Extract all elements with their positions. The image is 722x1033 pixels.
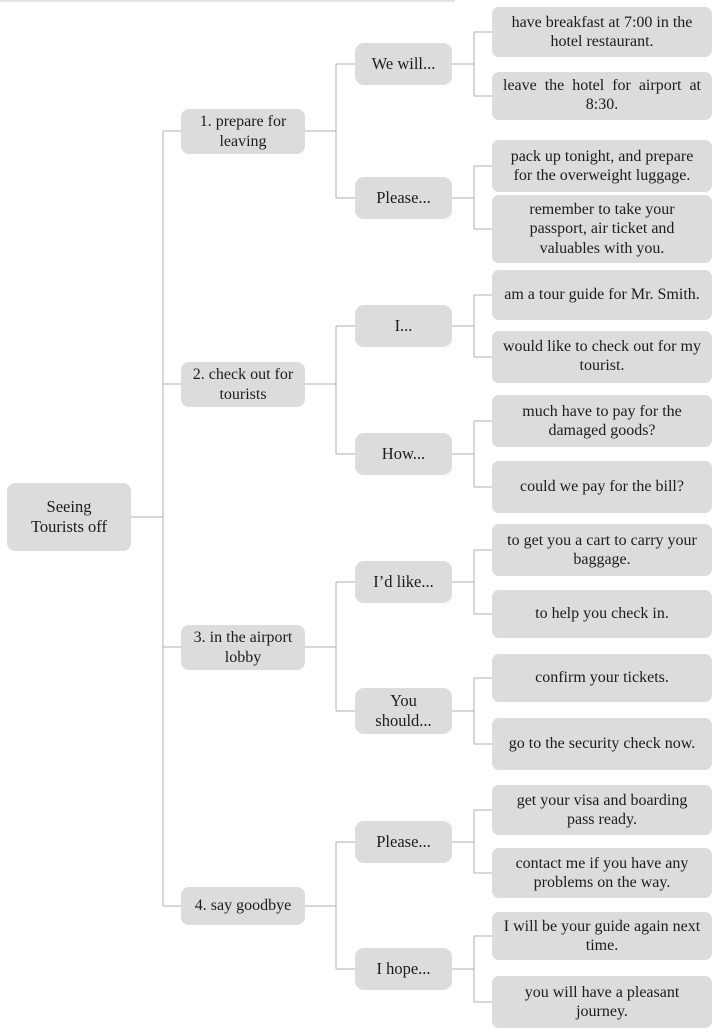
leaf-node-4-2-1[interactable]: I will be your guide again next time. [492, 912, 712, 960]
group-node-1-2[interactable]: Please... [355, 177, 452, 219]
leaf-node-3-2-2[interactable]: go to the security check now. [492, 718, 712, 770]
leaf-node-1-1-1[interactable]: have breakfast at 7:00 in the hotel rest… [492, 7, 712, 57]
node-label: I... [394, 316, 413, 336]
node-label: have breakfast at 7:00 in the hotel rest… [511, 13, 693, 50]
node-label: How... [381, 444, 426, 464]
leaf-node-3-1-2[interactable]: to help you check in. [492, 590, 712, 638]
node-label: go to the security check now. [508, 735, 696, 753]
leaf-node-1-2-1[interactable]: pack up tonight, and prepare for the ove… [492, 140, 712, 192]
node-label: you will have a pleasant journey. [524, 983, 680, 1020]
leaf-node-3-1-1[interactable]: to get you a cart to carry your baggage. [492, 524, 712, 576]
node-label: remember to take your passport, air tick… [529, 201, 675, 257]
node-label: I will be your guide again next time. [503, 917, 701, 954]
group-node-4-1[interactable]: Please... [355, 821, 452, 863]
node-label: leave the hotel for airport at 8:30. [503, 76, 701, 113]
leaf-node-1-2-2[interactable]: remember to take your passport, air tick… [492, 195, 712, 263]
node-label: could we pay for the bill? [520, 478, 684, 496]
group-node-4-2[interactable]: I hope... [355, 948, 452, 990]
group-node-2-2[interactable]: How... [355, 433, 452, 475]
group-node-3-1[interactable]: I’d like... [355, 561, 452, 603]
top-edge-artifact [0, 0, 455, 3]
leaf-node-3-2-1[interactable]: confirm your tickets. [492, 654, 712, 702]
leaf-node-4-2-2[interactable]: you will have a pleasant journey. [492, 976, 712, 1028]
node-label: am a tour guide for Mr. Smith. [504, 286, 700, 304]
node-label: get your visa and boarding pass ready. [516, 791, 688, 828]
leaf-node-4-1-2[interactable]: contact me if you have any problems on t… [492, 848, 712, 898]
node-label: I hope... [376, 959, 431, 979]
leaf-node-2-2-1[interactable]: much have to pay for the damaged goods? [492, 395, 712, 447]
node-label: confirm your tickets. [535, 669, 669, 687]
node-label: would like to check out for my tourist. [503, 337, 701, 374]
node-label: Please... [376, 832, 431, 852]
group-node-1-1[interactable]: We will... [355, 43, 452, 85]
node-label: contact me if you have any problems on t… [515, 854, 689, 891]
node-label: Please... [376, 188, 431, 208]
node-label: much have to pay for the damaged goods? [522, 402, 682, 439]
leaf-node-2-1-2[interactable]: would like to check out for my tourist. [492, 331, 712, 383]
leaf-node-2-1-1[interactable]: am a tour guide for Mr. Smith. [492, 270, 712, 320]
group-node-2-1[interactable]: I... [355, 305, 452, 347]
node-label: to get you a cart to carry your baggage. [507, 531, 697, 568]
node-label: We will... [371, 54, 436, 74]
node-label: to help you check in. [535, 605, 669, 623]
node-label: 4. say goodbye [194, 897, 292, 915]
branch-node-4[interactable]: 4. say goodbye [181, 887, 305, 925]
node-label: pack up tonight, and prepare for the ove… [510, 147, 694, 184]
leaf-node-2-2-2[interactable]: could we pay for the bill? [492, 461, 712, 513]
leaf-node-1-1-2[interactable]: leave the hotel for airport at 8:30. [492, 72, 712, 120]
node-label: I’d like... [373, 572, 434, 592]
leaf-node-4-1-1[interactable]: get your visa and boarding pass ready. [492, 785, 712, 835]
